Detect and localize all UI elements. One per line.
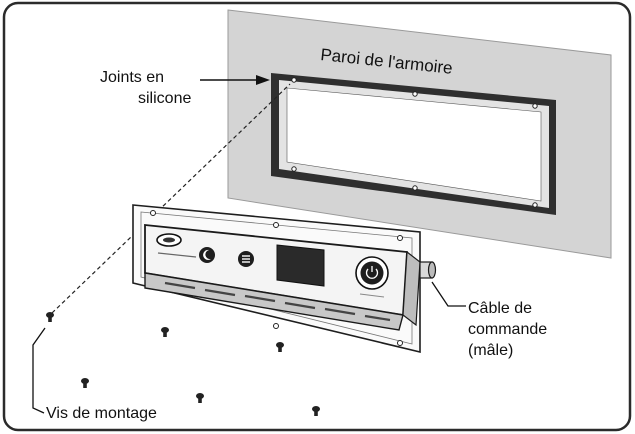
vent-slot	[244, 294, 276, 303]
screw	[81, 378, 89, 388]
seal-hole	[412, 185, 418, 191]
screws-leader-line	[32, 327, 46, 414]
cable-label-line3: (mâle)	[468, 342, 513, 359]
logo-badge	[156, 233, 197, 258]
seal-hole	[532, 202, 538, 208]
seal-leader-arrow	[256, 75, 270, 85]
screw	[196, 393, 204, 403]
screw	[161, 327, 169, 337]
screws-label: Vis de montage	[46, 405, 157, 422]
wall-opening	[286, 87, 542, 202]
flange-hole	[273, 323, 279, 329]
flange-hole	[150, 210, 156, 216]
vent-slot	[164, 281, 196, 290]
flange-hole	[397, 340, 403, 346]
vent-slots	[164, 281, 391, 322]
seal-label-line1: Joints en	[100, 69, 164, 86]
display-screen	[276, 244, 325, 287]
flange-hole	[397, 235, 403, 241]
menu-icon[interactable]	[238, 251, 254, 267]
flange-hole	[273, 222, 279, 228]
cable-label-line1: Câble de	[468, 300, 532, 317]
vent-slot	[204, 288, 236, 297]
moon-icon[interactable]	[199, 247, 215, 263]
alignment-dashed-line	[51, 83, 291, 314]
seal-hole	[532, 103, 538, 109]
screw	[276, 342, 284, 352]
flange-holes	[150, 210, 403, 346]
control-unit-side	[402, 250, 421, 327]
mounting-screws	[46, 312, 320, 416]
screw	[46, 312, 54, 322]
vent-slot	[364, 314, 391, 322]
vent-slot	[284, 301, 316, 310]
mounting-flange-inner	[140, 211, 413, 345]
seal-hole	[412, 91, 418, 97]
cable-leader-line	[431, 281, 466, 307]
seal-label-line2: silicone	[138, 90, 191, 107]
cable-connector	[419, 261, 437, 279]
seal-holes	[291, 77, 538, 208]
vent-slot	[324, 307, 356, 316]
power-knob-icon[interactable]	[355, 256, 389, 298]
cable-label-line2: commande	[468, 321, 547, 338]
seal-hole	[291, 166, 297, 172]
screw	[312, 406, 320, 416]
seal-hole	[291, 77, 297, 83]
